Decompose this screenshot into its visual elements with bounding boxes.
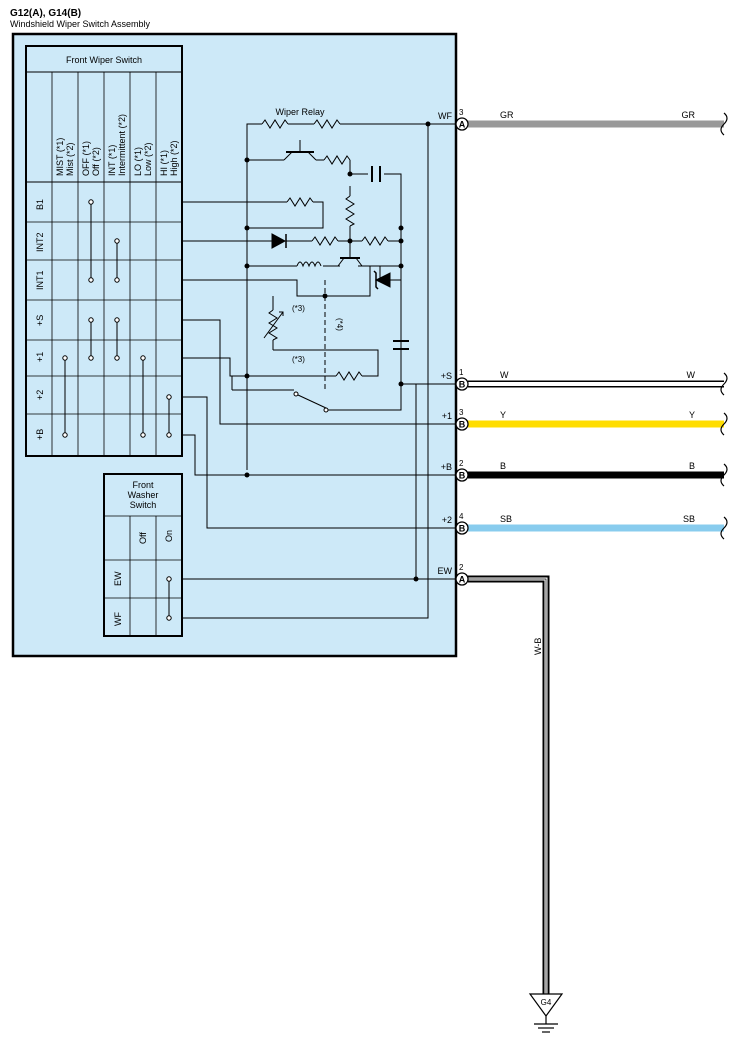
- svg-text:OFF (*1): OFF (*1): [81, 141, 91, 176]
- wiper-position-int: INT (*1) Intermittent (*2): [107, 114, 127, 176]
- svg-text:Front: Front: [132, 480, 154, 490]
- terminal-label-int2: INT2: [35, 232, 45, 252]
- connector-plus-b: B 2 +B: [441, 459, 469, 482]
- connector-plus-2: B 4 +2: [442, 512, 469, 535]
- washer-position-off: Off: [138, 532, 148, 544]
- wire-code-gr-right: GR: [682, 110, 696, 120]
- connector-terminal-name: +2: [442, 515, 452, 525]
- washer-position-on: On: [164, 530, 174, 542]
- connector-ids: G12(A), G14(B): [10, 8, 81, 19]
- connector-pin: 1: [459, 368, 464, 377]
- wire-w-b: [468, 575, 550, 994]
- svg-text:INT (*1): INT (*1): [107, 145, 117, 176]
- connector-pin: 3: [459, 108, 464, 117]
- connector-terminal-name: EW: [438, 566, 453, 576]
- wire-sb: [468, 516, 728, 540]
- connector-pin: 4: [459, 512, 464, 521]
- connector-plus-s: B 1 +S: [441, 368, 469, 391]
- connector-letter: B: [459, 524, 466, 534]
- wire-code-sb-right: SB: [683, 514, 695, 524]
- svg-text:HI (*1): HI (*1): [159, 150, 169, 176]
- wire-code-y-left: Y: [500, 410, 506, 420]
- connector-plus-1: B 3 +1: [442, 408, 469, 431]
- terminal-label-plus-2: +2: [35, 390, 45, 400]
- svg-text:Mist (*2): Mist (*2): [65, 142, 75, 176]
- svg-text:Washer: Washer: [128, 490, 159, 500]
- washer-switch-connection: [166, 576, 172, 621]
- wire-code-w-left: W: [500, 370, 509, 380]
- terminal-label-plus-s: +S: [35, 315, 45, 326]
- relay-coil: [296, 261, 322, 268]
- relay-note-3a: (*3): [292, 304, 305, 313]
- washer-switch-title: Front Washer Switch: [128, 480, 159, 510]
- terminal-label-plus-b: +B: [35, 429, 45, 440]
- wire-y: [468, 412, 728, 436]
- wire-code-gr-left: GR: [500, 110, 514, 120]
- connector-wf: A 3 WF: [438, 108, 469, 131]
- connector-pin: 2: [459, 563, 464, 572]
- wiper-position-hi: HI (*1) High (*2): [159, 140, 179, 176]
- junction-dots: [244, 121, 431, 582]
- wire-code-w-right: W: [687, 370, 696, 380]
- wiper-switch-table: [25, 45, 183, 457]
- connector-letter: A: [459, 120, 466, 130]
- capacitors: [371, 166, 409, 350]
- terminal-label-b1: B1: [35, 199, 45, 210]
- relay-title: Wiper Relay: [275, 107, 325, 117]
- wire-w: [468, 372, 728, 396]
- wiper-position-lo: LO (*1) Low (*2): [133, 142, 153, 176]
- wire-b: [468, 463, 728, 487]
- relay-note-4: (*4): [335, 318, 344, 331]
- wire-code-b-left: B: [500, 461, 506, 471]
- connector-letter: A: [459, 575, 466, 585]
- diodes: [271, 233, 401, 290]
- wire-code-w-b: W-B: [533, 638, 543, 655]
- connector-terminal-name: +S: [441, 371, 452, 381]
- svg-text:Low (*2): Low (*2): [143, 142, 153, 176]
- wire-code-sb-left: SB: [500, 514, 512, 524]
- connector-pin: 2: [459, 459, 464, 468]
- connector-pin: 3: [459, 408, 464, 417]
- washer-terminal-ew: EW: [113, 571, 123, 586]
- connector-terminal-name: +1: [442, 411, 452, 421]
- wiper-switch-connections: [62, 199, 172, 438]
- relay-switch: [293, 391, 329, 413]
- wire-code-y-right: Y: [689, 410, 695, 420]
- relay-note-3b: (*3): [292, 355, 305, 364]
- wiper-position-mist: MIST (*1) Mist (*2): [55, 138, 75, 176]
- terminal-label-plus-1: +1: [35, 352, 45, 362]
- wire-gr: [468, 112, 728, 136]
- resistors: [261, 119, 389, 381]
- svg-text:Intermittent (*2): Intermittent (*2): [117, 114, 127, 176]
- internal-wiring: [182, 123, 460, 619]
- wiper-switch-title: Front Wiper Switch: [66, 55, 142, 65]
- svg-text:High (*2): High (*2): [169, 140, 179, 176]
- connector-terminal-name: WF: [438, 111, 452, 121]
- connector-letter: B: [459, 380, 466, 390]
- connector-terminal-name: +B: [441, 462, 452, 472]
- svg-text:LO (*1): LO (*1): [133, 147, 143, 176]
- svg-text:Off (*2): Off (*2): [91, 147, 101, 176]
- connector-letter: B: [459, 420, 466, 430]
- connector-ew: A 2 EW: [438, 563, 469, 586]
- terminal-label-int1: INT1: [35, 270, 45, 290]
- transistors: [283, 140, 363, 267]
- wire-code-b-right: B: [689, 461, 695, 471]
- washer-terminal-wf: WF: [113, 612, 123, 626]
- wiper-position-off: OFF (*1) Off (*2): [81, 141, 101, 176]
- assembly-name: Windshield Wiper Switch Assembly: [10, 19, 151, 29]
- connector-letter: B: [459, 471, 466, 481]
- ground-symbol: [528, 993, 564, 1033]
- svg-text:MIST (*1): MIST (*1): [55, 138, 65, 176]
- external-wires: [468, 112, 728, 994]
- ground-label: G4: [541, 998, 552, 1007]
- svg-text:Switch: Switch: [130, 500, 157, 510]
